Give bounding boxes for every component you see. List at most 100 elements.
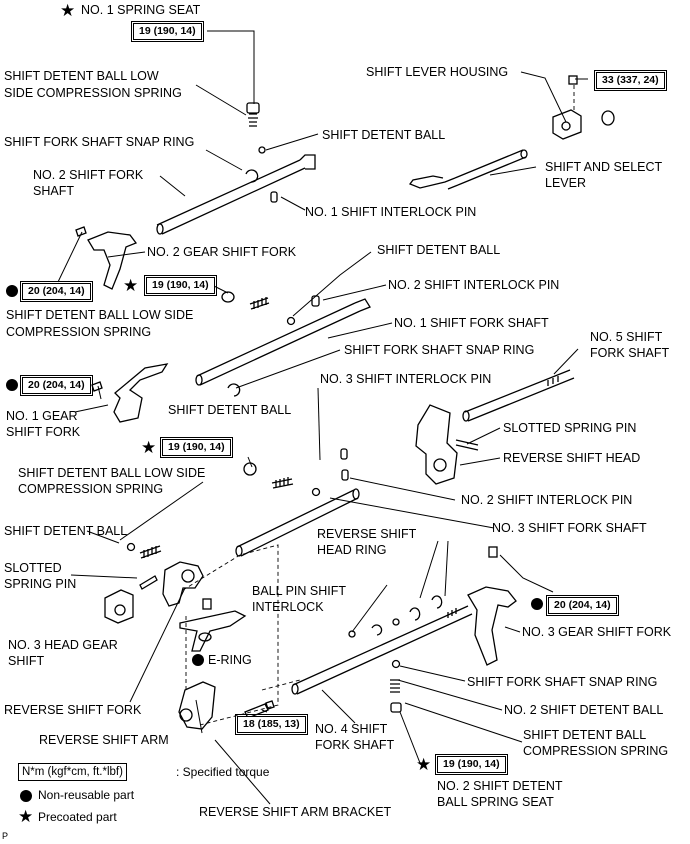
label-detent-comp-spring-line2: COMPRESSION SPRING [523,744,669,758]
label-snap-ring-3: SHIFT FORK SHAFT SNAP RING [467,675,658,689]
reverse-shift-head-part [415,404,479,485]
label-detent-spring-low-1: SHIFT DETENT BALL LOW [4,69,159,83]
label-detent-spring-low-1-line2: SIDE COMPRESSION SPRING [4,86,182,100]
no2-shaft-part [156,154,316,235]
low-side-spring-3-part [243,448,349,497]
label-reverse-arm-bracket: REVERSE SHIFT ARM BRACKET [199,805,392,819]
label-snap-ring-2: SHIFT FORK SHAFT SNAP RING [344,343,535,357]
label-reverse-shift-arm: REVERSE SHIFT ARM [39,733,169,747]
precoated-star-icon: ★ [60,1,76,20]
no3-head-gear-part [104,589,134,624]
label-no1-gear-fork-line2: SHIFT FORK [6,425,81,439]
legend-precoated: Precoated part [38,810,117,824]
no3-gear-fork-part [467,546,517,666]
label-lever-housing: SHIFT LEVER HOUSING [366,65,509,79]
torque-spec-3: 20 (204, 14) [20,281,93,302]
non-reusable-dot-icon [192,654,204,666]
torque-spec-4: 19 (190, 14) [144,275,217,296]
label-ball-pin: BALL PIN SHIFT [252,584,347,598]
non-reusable-dot-icon [6,379,18,391]
reverse-head-ring-part [409,595,443,621]
non-reusable-dot-icon [531,598,543,610]
label-no1-interlock-pin: NO. 1 SHIFT INTERLOCK PIN [305,205,477,219]
leader-lines [57,30,588,805]
label-no5-fork-shaft: NO. 5 SHIFT [590,330,663,344]
no4-shaft-part [291,605,473,695]
label-reverse-head-ring-line2: HEAD RING [317,543,387,557]
label-no1-gear-fork: NO. 1 GEAR [6,409,78,423]
label-no3-fork-shaft: NO. 3 SHIFT FORK SHAFT [492,521,647,535]
label-detent-ball-2: SHIFT DETENT BALL [377,243,501,257]
no1-shaft-part [195,298,371,386]
precoated-star-icon: ★ [141,438,157,457]
no3-shaft-part [235,488,360,557]
label-no3-head-gear-line2: SHIFT [8,654,45,668]
label-no3-interlock-pin: NO. 3 SHIFT INTERLOCK PIN [320,372,492,386]
torque-spec-1: 19 (190, 14) [131,21,204,42]
label-no2-interlock-pin-1: NO. 2 SHIFT INTERLOCK PIN [388,278,560,292]
no5-shaft-part [462,369,575,422]
assembly-lines [182,85,575,726]
label-slotted-pin-2-line2: SPRING PIN [4,577,77,591]
legend-torque-unit: N*m (kgf*cm, ft.*lbf) [18,763,127,781]
label-e-ring: E-RING [208,653,252,667]
torque-spec-8: 18 (185, 13) [235,714,308,735]
torque-spec-5: 20 (204, 14) [20,375,93,396]
legend-star-icon: ★ [18,807,34,826]
label-no2-fork-shaft-line2: SHAFT [33,184,74,198]
snap-ring-2-part [227,383,241,397]
detent-spring-4-part [126,542,162,559]
label-detent-comp-spring: SHIFT DETENT BALL [523,728,647,742]
label-detent-spring-low-3: SHIFT DETENT BALL LOW SIDE [18,466,206,480]
label-no2-gear-fork: NO. 2 GEAR SHIFT FORK [147,245,297,259]
label-reverse-shift-head: REVERSE SHIFT HEAD [503,451,641,465]
label-detent-ball-3: SHIFT DETENT BALL [168,403,292,417]
label-no2-spring-seat-line2: BALL SPRING SEAT [437,795,554,809]
torque-spec-9: 19 (190, 14) [435,754,508,775]
label-shift-select-lever: SHIFT AND SELECT [545,160,663,174]
label-no4-fork-shaft: NO. 4 SHIFT [315,722,388,736]
label-detent-spring-low-2-line2: COMPRESSION SPRING [6,325,152,339]
label-no2-interlock-pin-2: NO. 2 SHIFT INTERLOCK PIN [461,493,633,507]
non-reusable-dot-icon [6,285,18,297]
label-no2-fork-shaft: NO. 2 SHIFT FORK [33,168,144,182]
no1-gear-fork-part [91,363,169,423]
label-no1-spring-seat: NO. 1 SPRING SEAT [81,3,201,17]
label-snap-ring-1: SHIFT FORK SHAFT SNAP RING [4,135,195,149]
label-detent-spring-low-3-line2: COMPRESSION SPRING [18,482,164,496]
label-no2-spring-seat: NO. 2 SHIFT DETENT [437,779,563,793]
legend-torque-text: : Specified torque [176,765,270,779]
torque-spec-7: 20 (204, 14) [546,595,619,616]
label-no2-detent-ball: NO. 2 SHIFT DETENT BALL [504,703,664,717]
reverse-shift-arm-part [179,598,247,652]
label-ball-pin-line2: INTERLOCK [252,600,324,614]
label-slotted-pin-1: SLOTTED SPRING PIN [503,421,637,435]
shift-select-lever-part [408,149,528,190]
label-reverse-shift-fork: REVERSE SHIFT FORK [4,703,142,717]
no1-spring-seat-part [246,102,266,154]
precoated-star-icon: ★ [416,755,432,774]
label-no3-gear-fork: NO. 3 GEAR SHIFT FORK [522,625,672,639]
precoated-star-icon: ★ [123,276,139,295]
label-detent-spring-low-2: SHIFT DETENT BALL LOW SIDE [6,308,194,322]
torque-spec-2: 33 (337, 24) [594,70,667,91]
label-reverse-head-ring: REVERSE SHIFT [317,527,417,541]
low-side-spring-2-part [221,291,320,326]
no2-gear-fork-part [75,226,138,290]
label-slotted-pin-2: SLOTTED [4,561,62,575]
no2-detent-part [390,659,402,713]
label-detent-ball-1: SHIFT DETENT BALL [322,128,446,142]
legend-dot-icon [20,790,32,802]
label-no1-fork-shaft: NO. 1 SHIFT FORK SHAFT [394,316,549,330]
label-no5-fork-shaft-line2: FORK SHAFT [590,346,670,360]
label-shift-select-lever-line2: LEVER [545,176,586,190]
lever-housing-part [552,75,615,140]
label-no4-fork-shaft-line2: FORK SHAFT [315,738,395,752]
label-detent-ball-4: SHIFT DETENT BALL [4,524,128,538]
legend-non-reusable: Non-reusable part [38,788,135,802]
torque-spec-6: 19 (190, 14) [160,437,233,458]
label-no3-head-gear: NO. 3 HEAD GEAR [8,638,118,652]
reverse-shift-fork-part [162,561,204,607]
